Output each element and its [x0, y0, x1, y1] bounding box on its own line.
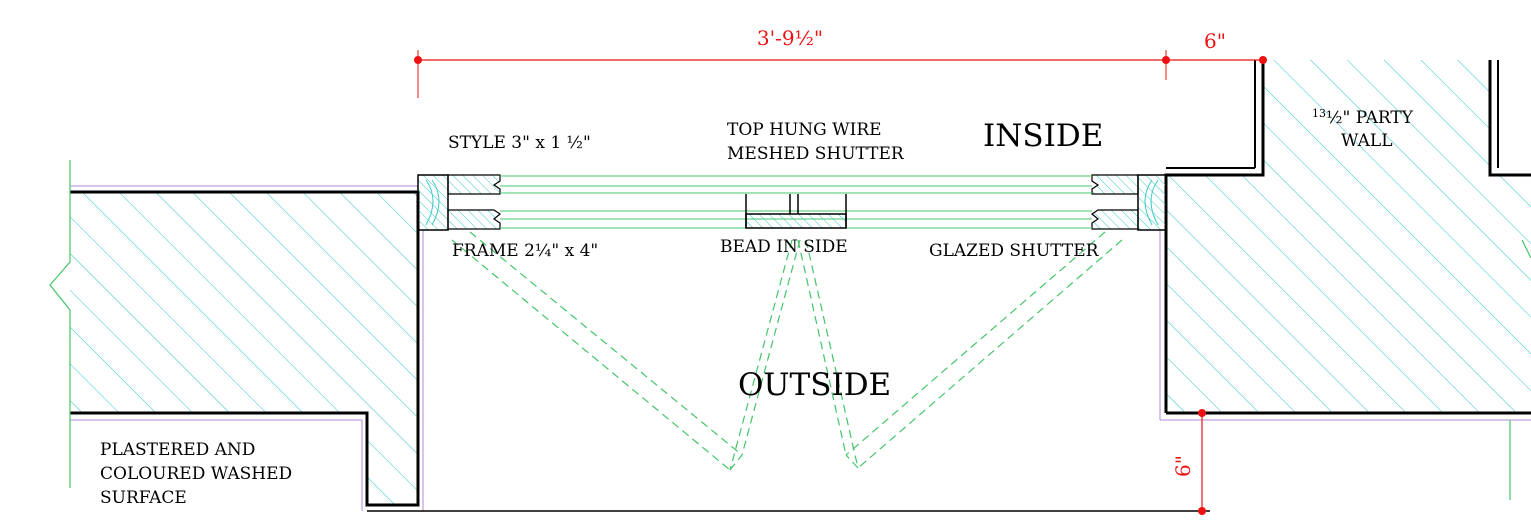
outside-label: OUTSIDE: [738, 367, 891, 403]
shutter-swing-paths: [451, 231, 1123, 471]
party-wall-superscript: 13: [1312, 107, 1326, 120]
centre-bead: [745, 194, 847, 229]
top-hung-label-2: MESHED SHUTTER: [727, 144, 905, 164]
plastered-label-1: PLASTERED AND: [100, 440, 255, 460]
sill-offset-dim: 6": [1171, 455, 1195, 477]
glazed-shutter-label: GLAZED SHUTTER: [929, 241, 1100, 261]
dimension-lines: [414, 50, 1267, 515]
pier-width-dim: 6": [1204, 29, 1226, 53]
right-frame: [1137, 174, 1167, 231]
dim-node-mid: [1162, 56, 1170, 64]
plastered-label-2: COLOURED WASHED: [100, 464, 292, 484]
right-wall: [1159, 60, 1531, 500]
dim-node-left: [414, 56, 422, 64]
plastered-label-3: SURFACE: [100, 488, 187, 508]
party-wall-text: ½" PARTY: [1326, 108, 1414, 128]
style-label: STYLE 3" x 1 ½": [448, 133, 591, 153]
bead-label: BEAD IN SIDE: [720, 237, 848, 257]
inside-label: INSIDE: [983, 118, 1103, 154]
left-frame: [417, 174, 449, 231]
party-wall-label-1: 13½" PARTY: [1312, 107, 1414, 128]
dim-node-right: [1259, 56, 1267, 64]
dim-node-top-v: [1198, 409, 1206, 417]
left-wall: [49, 160, 424, 511]
frame-label: FRAME 2¼" x 4": [452, 241, 598, 261]
top-hung-label-1: TOP HUNG WIRE: [727, 120, 882, 140]
party-wall-label-2: WALL: [1341, 131, 1392, 151]
dim-node-bottom-v: [1198, 507, 1206, 515]
opening-width-dim: 3'-9½": [757, 26, 823, 50]
